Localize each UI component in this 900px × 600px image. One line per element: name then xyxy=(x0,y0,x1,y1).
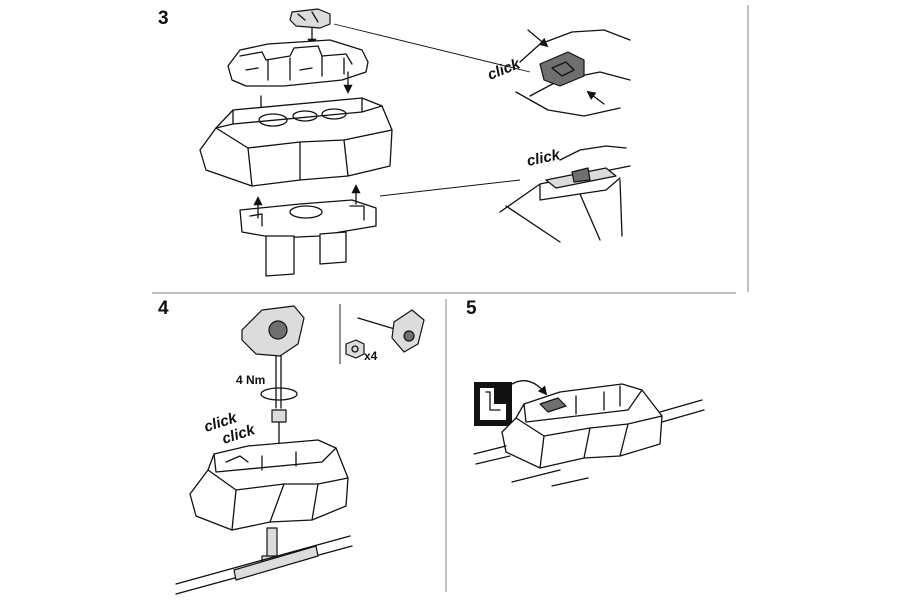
roof-rail xyxy=(175,535,353,595)
torque-label: 4 Nm xyxy=(236,373,265,387)
bolt-part xyxy=(271,409,287,447)
detail-leader-line xyxy=(379,179,521,197)
inset-detail xyxy=(474,382,512,426)
click-label: click xyxy=(485,55,523,84)
clip-highlight xyxy=(571,167,591,183)
lower-clip-part xyxy=(239,199,377,277)
panel-dividers xyxy=(152,5,749,592)
pointer-arrow-icon xyxy=(586,90,605,105)
foot-on-rail-part xyxy=(501,383,663,469)
step-5-number: 5 xyxy=(466,298,477,319)
rotation-arrow-icon xyxy=(260,387,298,401)
click-label: click xyxy=(525,146,562,170)
upper-bracket-part xyxy=(227,39,369,87)
hex-nut-icon xyxy=(345,339,365,359)
detail-leader-line xyxy=(333,23,531,73)
foot-housing-part xyxy=(199,97,393,187)
locking-clip-part xyxy=(289,8,331,29)
torque-knob-icon xyxy=(241,305,305,409)
step-4-number: 4 xyxy=(158,298,169,319)
detail-clip-seated: click xyxy=(499,145,631,243)
step-5-panel: 5 xyxy=(466,298,705,487)
roof-rail xyxy=(473,399,705,487)
clip-highlight xyxy=(539,51,585,87)
torx-key-icon xyxy=(357,309,425,353)
insert-arrow-icon xyxy=(511,380,548,396)
step-3-number: 3 xyxy=(158,8,169,29)
step-4-panel: 4 4 Nm click click x4 xyxy=(158,298,425,595)
pointer-arrow-icon xyxy=(527,29,549,48)
foot-assembly-part xyxy=(189,439,349,531)
detail-clip-insertion: click xyxy=(485,29,631,117)
step-3-panel: 3 xyxy=(158,8,631,277)
parts-quantity: x4 xyxy=(364,349,378,363)
